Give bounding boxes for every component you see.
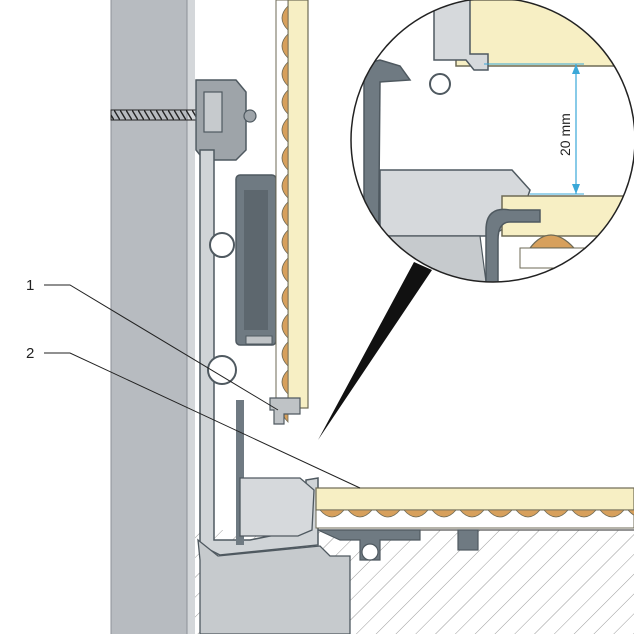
panel-clip: [269, 397, 301, 425]
cushion-bump: [281, 257, 289, 283]
cushion-bump: [515, 509, 541, 518]
cushion-bump: [281, 285, 289, 311]
cushion-bump: [281, 313, 289, 339]
cushion-bump: [281, 5, 289, 31]
cushion-bump: [431, 509, 457, 518]
cushion-bump: [571, 509, 597, 518]
cushion-bump: [281, 341, 289, 367]
callout-2: 2: [26, 345, 361, 489]
cushion-bump: [281, 117, 289, 143]
dimension-line: [484, 63, 584, 195]
cushion-bump: [281, 229, 289, 255]
cushion-bump: [281, 201, 289, 227]
cushion-bump: [281, 145, 289, 171]
floor-panel: [315, 487, 634, 529]
dimension-label: 20 mm: [557, 113, 573, 156]
cushion-bump: [281, 89, 289, 115]
cushion-bump: [403, 509, 429, 518]
bottom-clip: [317, 529, 479, 561]
cushion-bump: [347, 509, 373, 518]
cushion-bump: [599, 509, 625, 518]
callout-1-number: 1: [26, 277, 34, 294]
cushion-bump: [281, 61, 289, 87]
cushion-bump: [543, 509, 569, 518]
detail-magnifier: 20 mm: [350, 0, 634, 283]
cushion-bump: [459, 509, 485, 518]
cushion-bump: [487, 509, 513, 518]
ceiling-profile: [197, 477, 351, 634]
cushion-bump: [281, 173, 289, 199]
wall-bracket: [195, 79, 257, 161]
cushion-bump: [281, 33, 289, 59]
callout-2-number: 2: [26, 345, 34, 362]
detail-pointer: [318, 262, 432, 440]
wall-panel: [275, 0, 309, 423]
cushion-bump: [319, 509, 345, 518]
cushion-bump: [281, 369, 289, 395]
callout-1: 1: [26, 277, 279, 411]
cushion-bump: [627, 509, 634, 516]
cushion-bump: [375, 509, 401, 518]
